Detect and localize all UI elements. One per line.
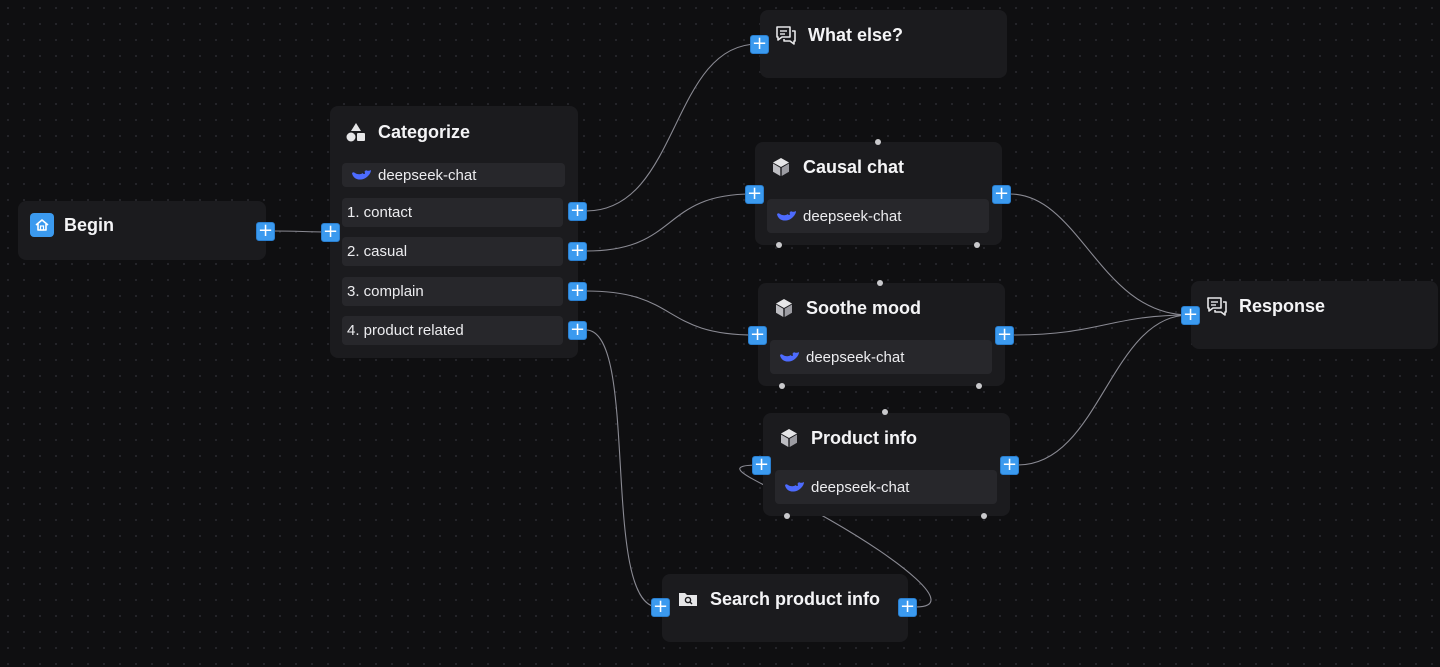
- node-what-else[interactable]: What else?: [760, 10, 1007, 78]
- node-title: Categorize: [378, 121, 471, 142]
- category-item-complain[interactable]: 3. complain: [342, 277, 563, 306]
- node-begin[interactable]: Begin: [18, 201, 266, 260]
- node-title: Product info: [811, 427, 917, 448]
- edge-causal-response: [1009, 193, 1190, 318]
- connection-point[interactable]: [779, 383, 785, 389]
- deepseek-icon: [350, 166, 372, 184]
- node-product-info[interactable]: Product info deepseek-chat: [763, 413, 1010, 516]
- model-name: deepseek-chat: [811, 478, 910, 496]
- causal-chat-output-handle[interactable]: +: [992, 183, 1011, 204]
- soothe-mood-input-handle[interactable]: +: [748, 324, 767, 345]
- search-product-info-output-handle[interactable]: +: [898, 596, 917, 617]
- connection-point[interactable]: [981, 513, 987, 519]
- node-title: Begin: [64, 214, 115, 235]
- category-item-product-related[interactable]: 4. product related: [342, 316, 563, 345]
- edge-casual-causal-chat: [585, 191, 753, 252]
- deepseek-icon: [783, 478, 805, 496]
- model-name: deepseek-chat: [803, 207, 902, 225]
- category-item-contact[interactable]: 1. contact: [342, 198, 563, 227]
- node-search-product-info[interactable]: Search product info: [662, 574, 908, 642]
- model-name: deepseek-chat: [806, 348, 905, 366]
- model-selector[interactable]: deepseek-chat: [767, 199, 989, 233]
- complain-output-handle[interactable]: +: [568, 280, 587, 301]
- cube-icon: [769, 155, 793, 179]
- deepseek-icon: [778, 348, 800, 366]
- edge-product-response: [1017, 312, 1190, 466]
- node-title: Causal chat: [803, 156, 905, 177]
- model-selector[interactable]: deepseek-chat: [342, 163, 565, 187]
- edge-contact-what-else: [585, 41, 759, 212]
- product-info-output-handle[interactable]: +: [1000, 454, 1019, 475]
- casual-output-handle[interactable]: +: [568, 240, 587, 261]
- response-input-handle[interactable]: +: [1181, 304, 1200, 325]
- message-icon: [774, 23, 798, 47]
- contact-output-handle[interactable]: +: [568, 200, 587, 221]
- deepseek-icon: [775, 207, 797, 225]
- node-title: Soothe mood: [806, 297, 921, 318]
- node-causal-chat[interactable]: Causal chat deepseek-chat: [755, 142, 1002, 245]
- node-title: Response: [1239, 295, 1326, 316]
- connection-point[interactable]: [877, 280, 883, 286]
- begin-output-handle[interactable]: +: [256, 220, 275, 241]
- edge-product-search: [585, 329, 659, 610]
- connection-point[interactable]: [974, 242, 980, 248]
- model-selector[interactable]: deepseek-chat: [775, 470, 997, 504]
- folder-search-icon: [676, 587, 700, 611]
- product-info-input-handle[interactable]: +: [752, 454, 771, 475]
- node-soothe-mood[interactable]: Soothe mood deepseek-chat: [758, 283, 1005, 386]
- cube-icon: [777, 426, 801, 450]
- causal-chat-input-handle[interactable]: +: [745, 183, 764, 204]
- model-name: deepseek-chat: [378, 166, 477, 184]
- connection-point[interactable]: [976, 383, 982, 389]
- connection-point[interactable]: [882, 409, 888, 415]
- message-icon: [1205, 294, 1229, 318]
- connection-point[interactable]: [875, 139, 881, 145]
- connection-point[interactable]: [784, 513, 790, 519]
- node-title: What else?: [808, 24, 904, 45]
- product-related-output-handle[interactable]: +: [568, 319, 587, 340]
- search-product-info-input-handle[interactable]: +: [651, 596, 670, 617]
- node-title: Search product info: [710, 588, 881, 609]
- shapes-icon: [344, 120, 368, 144]
- home-icon: [30, 213, 54, 237]
- edge-complain-soothe-mood: [585, 290, 756, 338]
- what-else-input-handle[interactable]: +: [750, 33, 769, 54]
- category-item-casual[interactable]: 2. casual: [342, 237, 563, 266]
- soothe-mood-output-handle[interactable]: +: [995, 324, 1014, 345]
- categorize-input-handle[interactable]: +: [321, 221, 340, 242]
- model-selector[interactable]: deepseek-chat: [770, 340, 992, 374]
- node-categorize[interactable]: Categorize deepseek-chat 1. contact 2. c…: [330, 106, 578, 358]
- connection-point[interactable]: [776, 242, 782, 248]
- node-response[interactable]: Response: [1191, 281, 1438, 349]
- edge-soothe-response: [1012, 312, 1190, 336]
- cube-icon: [772, 296, 796, 320]
